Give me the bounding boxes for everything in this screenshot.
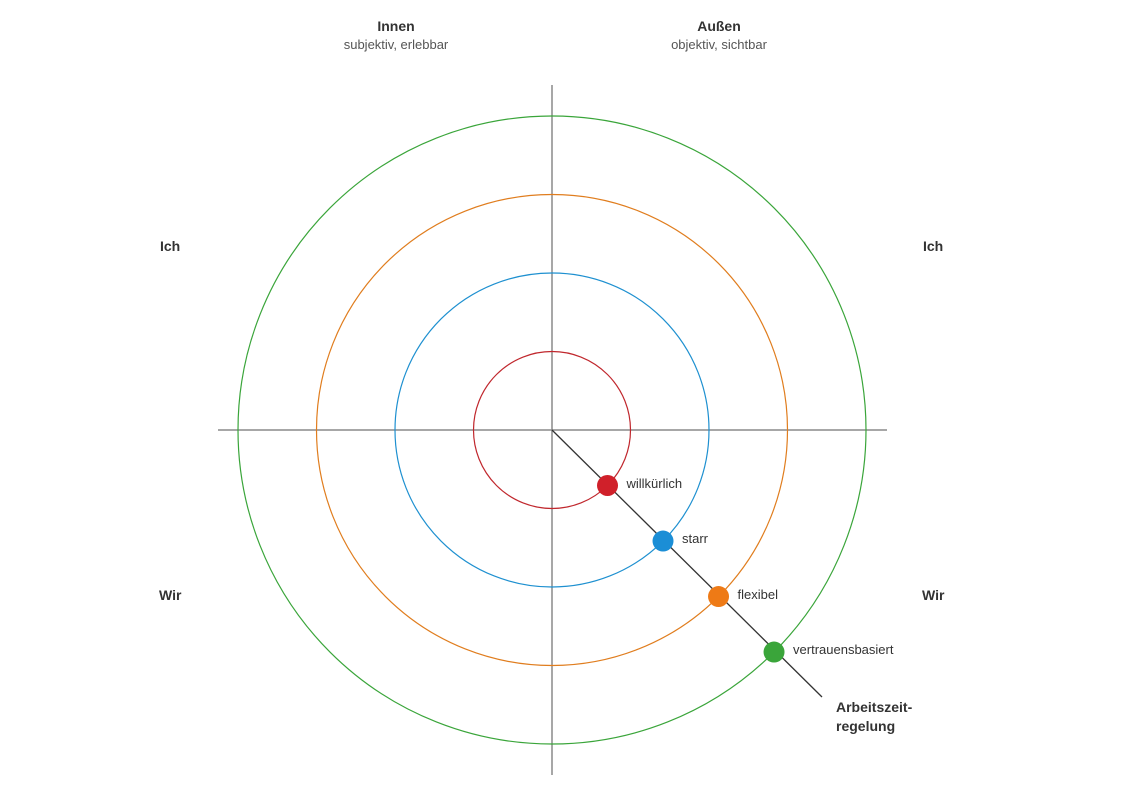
point-marker: [763, 641, 785, 663]
point-marker: [652, 530, 674, 552]
point-marker: [597, 475, 619, 497]
side-label-top-right: Ich: [923, 238, 944, 254]
ring-level-3: [315, 193, 789, 667]
axis-label-arbeitszeitregelung: Arbeitszeit- regelung: [836, 698, 912, 736]
ring-level-4: [237, 115, 867, 745]
point-label: willkürlich: [626, 475, 683, 491]
header-right-title: Außen: [697, 18, 741, 34]
rings-layer: [237, 115, 867, 745]
point-label: vertrauensbasiert: [793, 642, 894, 658]
point-marker: [708, 586, 730, 608]
header-left-title: Innen: [377, 18, 415, 34]
header-right-subtitle: objektiv, sichtbar: [671, 37, 767, 52]
side-label-bottom-right: Wir: [922, 587, 945, 603]
ring-level-2: [394, 272, 710, 588]
header-left-subtitle: subjektiv, erlebbar: [343, 37, 449, 52]
axis-label-line2: regelung: [836, 718, 896, 734]
points-layer: [597, 475, 785, 663]
ring-level-1: [472, 350, 632, 510]
axis-label-line1: Arbeitszeit-: [836, 699, 913, 715]
side-label-top-left: Ich: [160, 238, 181, 254]
side-label-bottom-left: Wir: [159, 587, 182, 603]
point-label: starr: [682, 531, 709, 547]
point-label: flexibel: [737, 586, 778, 602]
